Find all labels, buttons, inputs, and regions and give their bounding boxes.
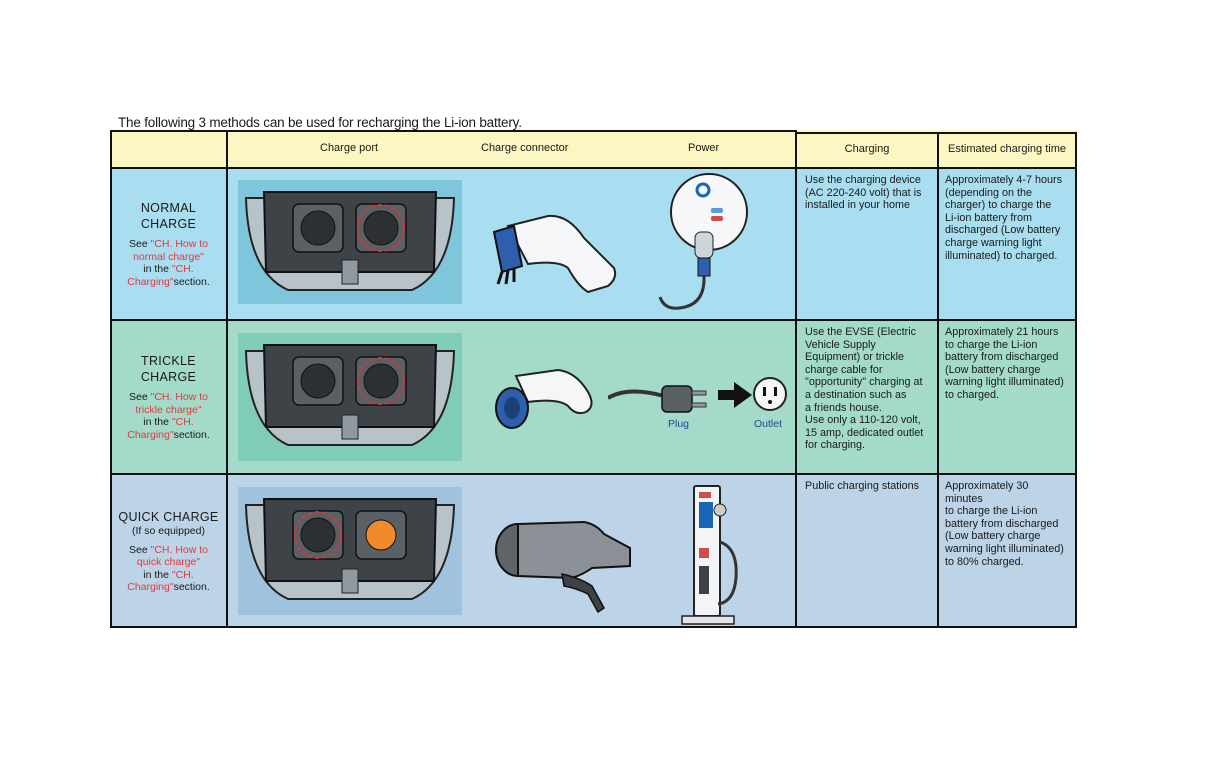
header-images: Charge port Charge connector Power <box>227 130 797 168</box>
charging-quick: Public charging stations <box>805 480 920 492</box>
border-col2 <box>795 130 797 628</box>
plug-label: Plug <box>668 418 690 430</box>
header-charge-connector: Charge connector <box>481 142 569 154</box>
border-left <box>110 130 112 628</box>
method-normal: NORMAL CHARGE See "CH. How to normal cha… <box>110 168 227 320</box>
method-subtitle: (If so equipped) <box>132 524 205 537</box>
method-reference: See "CH. How to normal charge" in the "C… <box>127 238 210 288</box>
method-name: NORMAL <box>140 201 197 215</box>
border-top <box>110 130 795 132</box>
border-col3 <box>937 132 939 628</box>
plug-icon <box>608 385 707 413</box>
method-name: CHARGE <box>140 217 197 231</box>
method-trickle: TRICKLE CHARGE See "CH. How to trickle c… <box>110 320 227 474</box>
method-reference: See "CH. How to quick charge" in the "CH… <box>127 543 210 594</box>
wall-charger-icon <box>658 173 748 310</box>
charge-port-icon <box>238 180 462 304</box>
method-quick: QUICK CHARGE (If so equipped) See "CH. H… <box>110 474 227 628</box>
border-right <box>1075 132 1077 628</box>
border-header-bottom <box>110 167 1077 169</box>
border-bottom <box>110 626 1077 628</box>
header-blank <box>110 130 227 168</box>
charge-port-icon <box>238 333 462 461</box>
charging-station-icon <box>681 485 738 625</box>
border-row1-bottom <box>110 319 1077 321</box>
method-name: TRICKLE <box>141 354 196 368</box>
arrow-right-icon <box>718 382 752 408</box>
time-normal: Approximately 4-7 hours(depending on the… <box>945 174 1063 262</box>
border-col1 <box>226 130 228 628</box>
outlet-icon <box>753 377 787 411</box>
method-name: QUICK CHARGE <box>118 509 219 524</box>
outlet-label: Outlet <box>754 418 783 430</box>
method-name: CHARGE <box>140 370 197 384</box>
intro-text: The following 3 methods can be used for … <box>118 115 522 130</box>
charging-methods-table: Charge port Charge connector Power Charg… <box>110 130 1077 628</box>
header-estimated-time: Estimated charging time <box>937 130 1077 168</box>
charge-connector-icon <box>495 368 593 429</box>
charge-connector-icon <box>492 214 617 294</box>
charging-normal: Use the charging device(AC 220-240 volt)… <box>805 174 922 212</box>
charge-port-icon <box>238 487 462 615</box>
header-power: Power <box>688 142 720 154</box>
header-charge-port: Charge port <box>320 142 379 154</box>
border-row2-bottom <box>110 473 1077 475</box>
method-reference: See "CH. How to trickle charge" in the "… <box>127 391 210 441</box>
header-charging: Charging <box>797 130 937 168</box>
quick-connector-icon <box>495 520 631 614</box>
